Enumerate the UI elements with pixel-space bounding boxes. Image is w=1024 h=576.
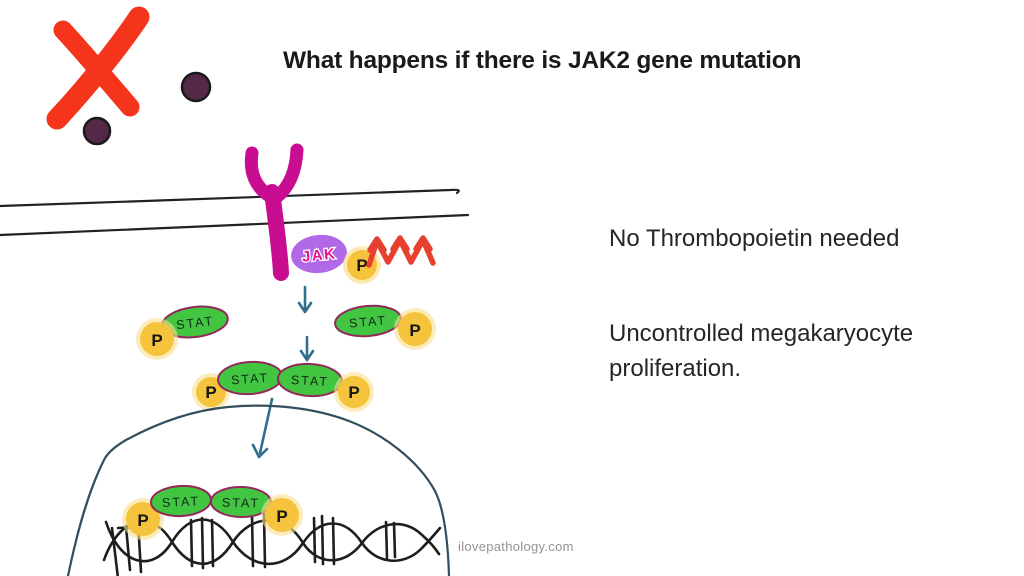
nucleus-arrow bbox=[251, 397, 274, 459]
nucleus-outline bbox=[66, 404, 451, 576]
thrombopoietin-molecule-icon bbox=[82, 116, 112, 146]
slide-title: What happens if there is JAK2 gene mutat… bbox=[283, 47, 802, 74]
stat-label: STAT bbox=[162, 494, 201, 510]
watermark: ilovepathology.com bbox=[458, 539, 574, 554]
phosphate-label: P bbox=[276, 507, 287, 526]
cell-membrane bbox=[0, 188, 470, 237]
stat-label: STAT bbox=[222, 496, 260, 511]
signal-arrow-down-1 bbox=[297, 285, 313, 314]
stat-protein: STAT P bbox=[136, 305, 229, 360]
stat-label: STAT bbox=[231, 371, 270, 388]
phosphate-label: P bbox=[137, 511, 148, 530]
phosphate-label: P bbox=[151, 331, 162, 350]
phosphate-label: P bbox=[356, 256, 367, 275]
mutation-zigzag-icon bbox=[366, 235, 436, 268]
phosphate-label: P bbox=[205, 383, 216, 402]
stat-label: STAT bbox=[291, 373, 330, 389]
jak-label: JAK bbox=[301, 245, 337, 266]
phosphate-label: P bbox=[348, 383, 359, 402]
dna-helix-icon bbox=[102, 512, 442, 576]
membrane-outer-line bbox=[0, 188, 460, 208]
jak-protein: JAK bbox=[291, 234, 347, 274]
membrane-inner-line bbox=[0, 213, 470, 237]
stat-label: STAT bbox=[349, 313, 388, 330]
stat-dimer: P STAT STAT P bbox=[192, 360, 374, 412]
thrombopoietin-molecule-icon bbox=[180, 71, 212, 103]
tpo-receptor bbox=[244, 143, 304, 281]
stat-label: STAT bbox=[175, 314, 215, 333]
signal-arrow-down-2 bbox=[299, 335, 315, 362]
stat-dimer-nucleus: P STAT STAT P bbox=[122, 484, 303, 540]
phosphate-label: P bbox=[409, 321, 420, 340]
annotation-proliferation: Uncontrolled megakaryocyte proliferation… bbox=[609, 320, 914, 382]
red-cross-icon bbox=[46, 6, 150, 130]
stat-protein: STAT P bbox=[334, 304, 436, 350]
annotation-no-thrombopoietin: No Thrombopoietin needed bbox=[609, 225, 900, 252]
